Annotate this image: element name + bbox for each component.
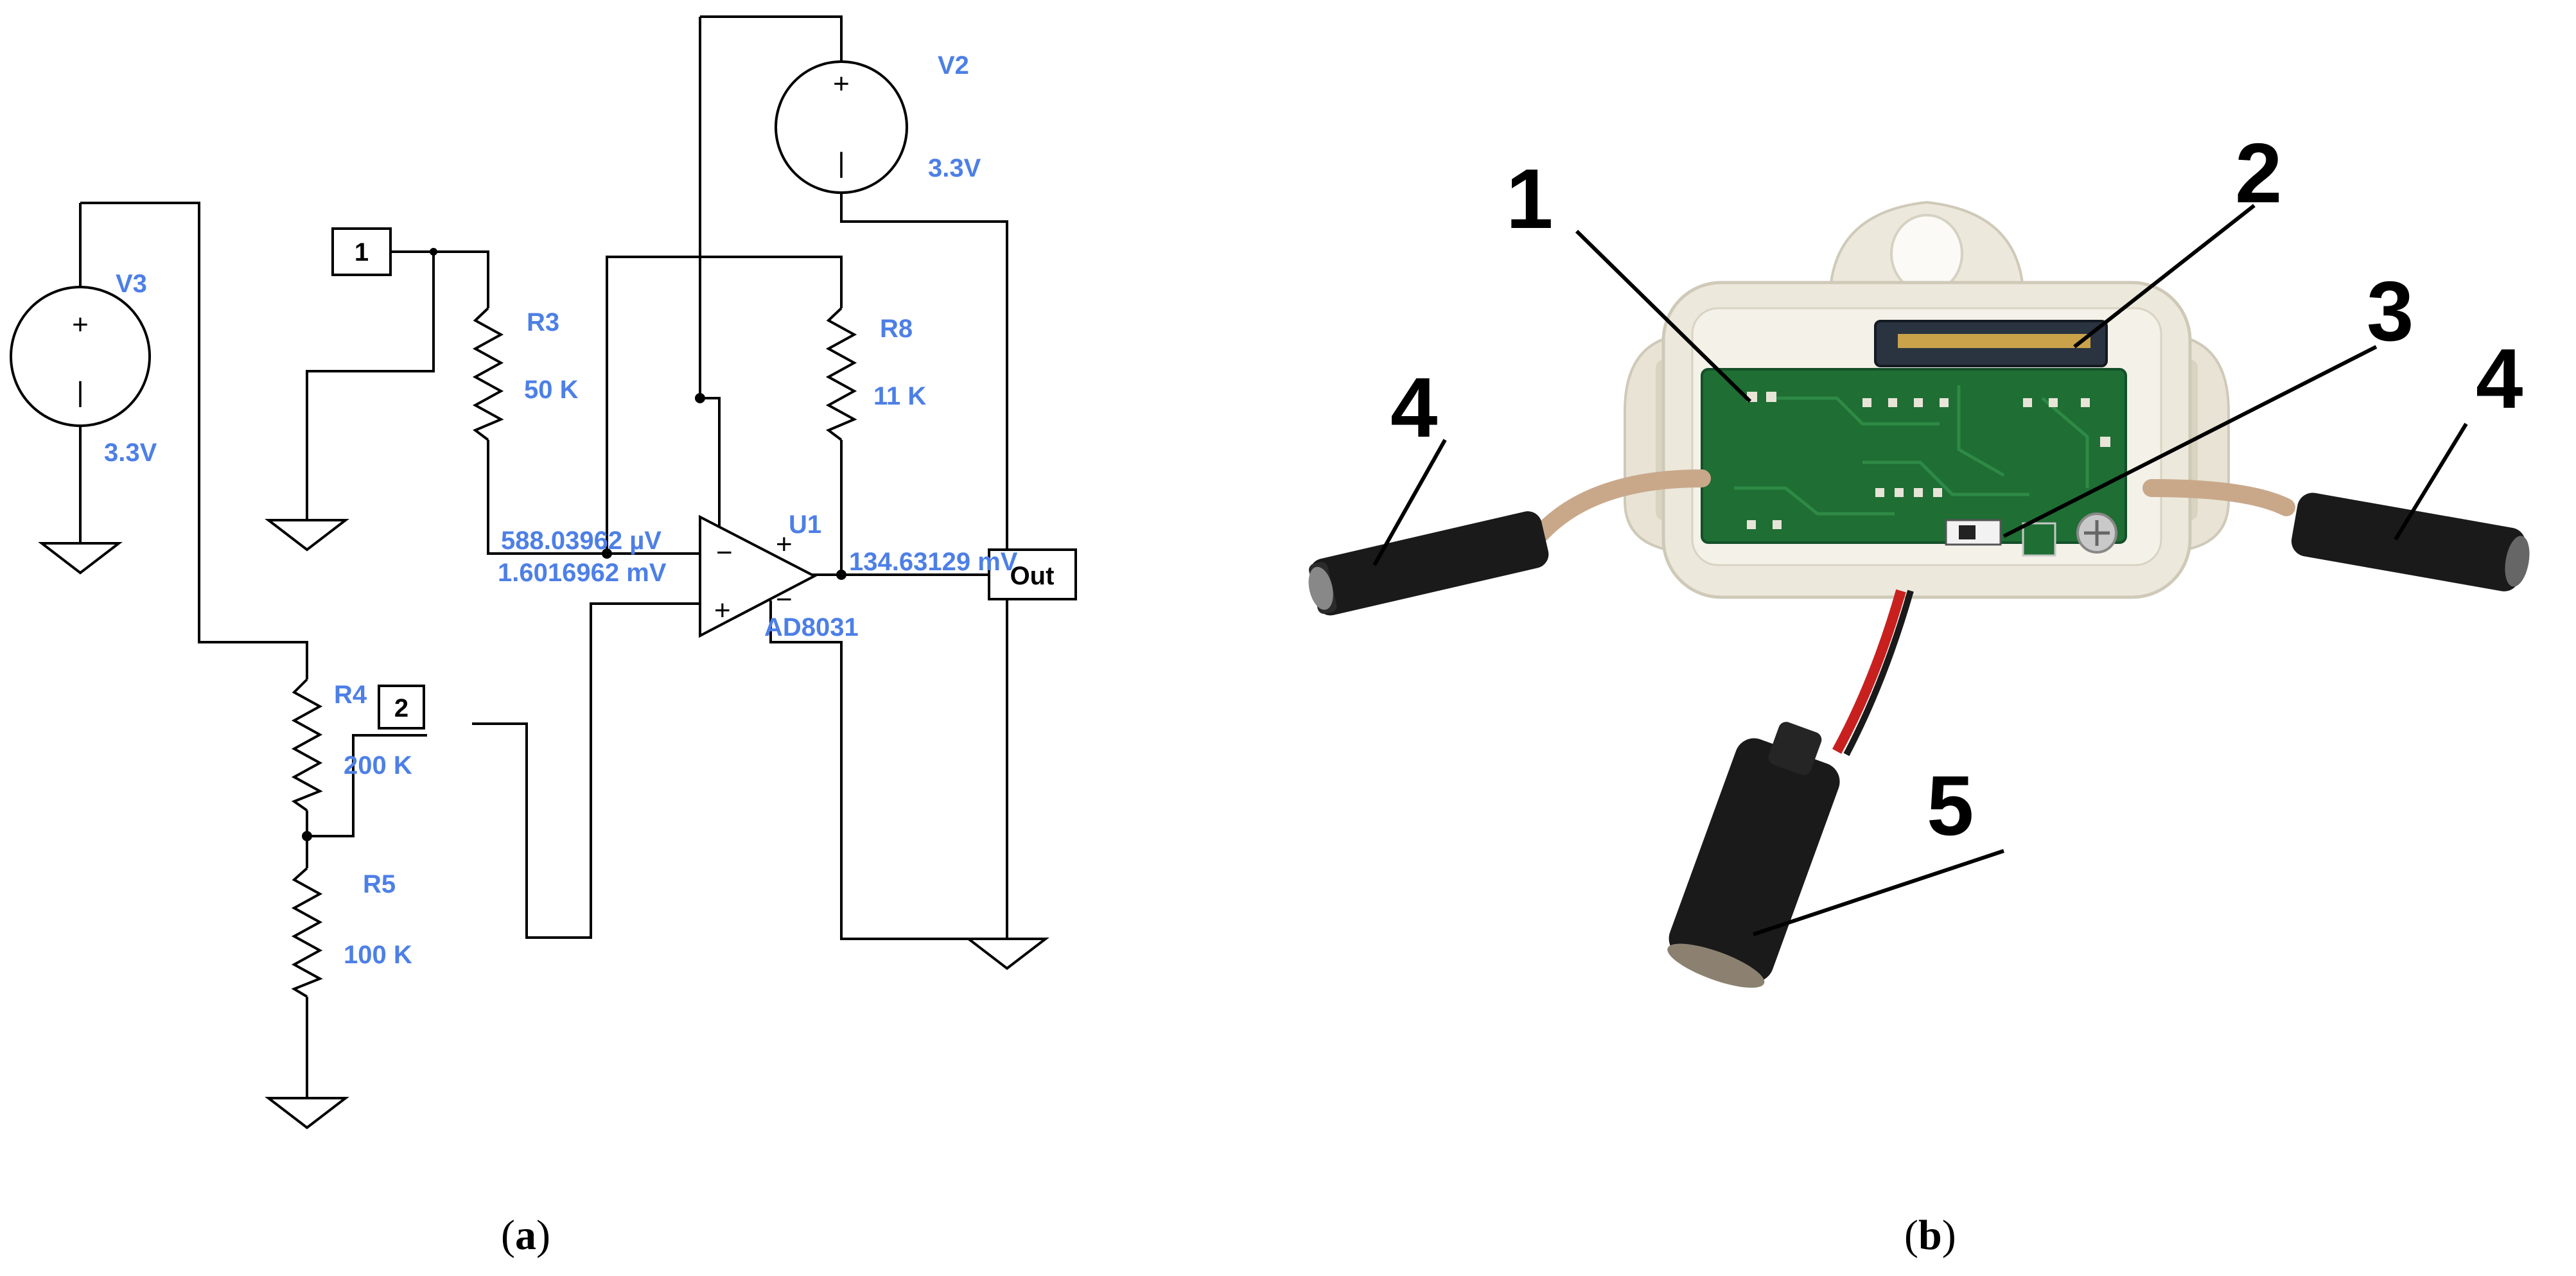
voltage-source-v2: + | [775,60,908,194]
r4-name: R4 [334,681,367,709]
v2-name: V2 [938,51,969,80]
cable-bottom-black [1843,590,1914,756]
node-label-2: 2 [378,685,425,730]
caption-a: (a) [501,1212,550,1259]
resistor-r8 [825,307,857,441]
dc-power-connector [1667,722,1840,988]
device-photo: 1 2 3 4 4 5 [1308,126,2530,988]
probe-inv-input-2: 1.6016962 mV [498,559,667,587]
r3-name: R3 [527,308,559,336]
pcb-board [1701,368,2127,544]
op-amp-u1: − + + − [699,514,818,638]
plus-sign: + [833,68,850,100]
schematic: + | + | − + + − 1 2 [10,15,1077,1130]
resistor-r3 [472,307,504,441]
callout-4-left: 4 [1390,360,1437,455]
audio-connector-right [2291,493,2530,591]
ground-symbol [265,519,349,552]
u1-name: U1 [789,511,821,539]
r4-value: 200 K [344,751,412,780]
v3-value: 3.3V [104,439,157,467]
svg-text:2: 2 [394,694,408,722]
ground-symbol [265,1097,349,1130]
node-label-1: 1 [331,227,392,276]
callout-5: 5 [1927,758,1974,853]
u1-part: AD8031 [764,613,859,642]
cable-left [1532,469,1711,542]
svg-text:1: 1 [355,238,369,267]
probe-inv-input-1: 588.03962 µV [501,527,662,555]
plus-sign: + [72,309,89,340]
voltage-source-v3: + | [10,286,151,427]
r5-value: 100 K [344,941,412,969]
node-label-out: Out [988,548,1077,600]
cable-right [2142,479,2295,516]
callout-2: 2 [2235,126,2282,220]
ground-symbol [38,542,123,575]
probe-output: 134.63129 mV [849,548,1018,576]
caption-b: (b) [1904,1212,1956,1259]
callout-4-right: 4 [2476,331,2523,426]
minus-sign: | [76,376,83,408]
svg-text:Out: Out [1010,562,1055,590]
ground-symbol [965,938,1049,970]
junctions [302,248,846,841]
callout-3: 3 [2367,264,2414,358]
v2-value: 3.3V [928,154,981,182]
cable-bottom-red [1832,589,1906,754]
op-amp-supply-minus: − [776,584,793,615]
r8-value: 11 K [873,382,926,410]
r8-name: R8 [880,315,913,343]
v3-name: V3 [116,270,147,298]
minus-sign: | [837,147,845,179]
resistor-r5 [291,867,323,998]
callout-lines [1372,204,2468,936]
r3-value: 50 K [524,376,579,404]
op-amp-supply-plus: + [776,529,793,560]
r5-name: R5 [363,870,396,898]
callout-1: 1 [1506,152,1553,246]
resistor-r4 [291,678,323,812]
wires [79,15,1008,1098]
op-amp-minus-sign: − [716,537,733,568]
audio-connector-left [1308,511,1549,616]
op-amp-plus-sign: + [714,595,731,626]
